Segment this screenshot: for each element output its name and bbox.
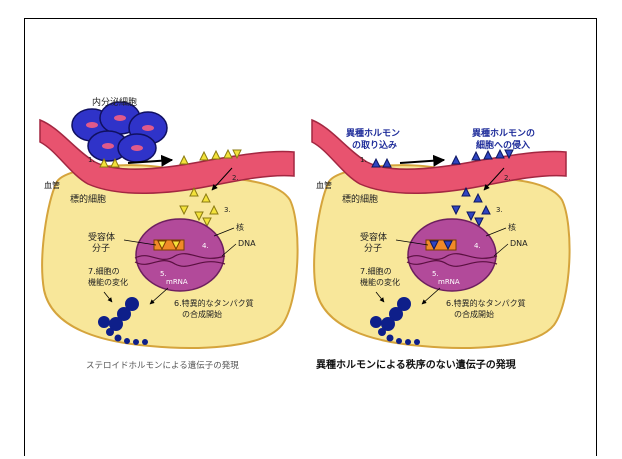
step-1-label: 1. <box>88 156 95 164</box>
function-label-2: 機能の変化 <box>88 277 128 287</box>
endocrine-cells <box>72 102 167 162</box>
step-2-label: 2. <box>232 174 239 182</box>
right-protein-label-1: 6.特異的なタンパク質 <box>446 298 526 308</box>
target-cell-label: 標的細胞 <box>70 193 106 205</box>
right-function-label-2: 機能の変化 <box>360 277 400 287</box>
right-caption: 異種ホルモンによる秩序のない遺伝子の発現 <box>316 358 516 371</box>
right-step-5-label: 5. <box>432 270 439 278</box>
right-receptor-label-1: 受容体 <box>360 231 387 243</box>
right-flow-arrow <box>400 160 444 163</box>
step-3-label: 3. <box>224 206 231 214</box>
right-dna-label: DNA <box>510 239 528 248</box>
blood-vessel-label: 血管 <box>44 180 60 190</box>
receptor-label-2: 分子 <box>92 243 110 254</box>
invade-label-1: 異種ホルモンの <box>472 127 535 139</box>
function-label-1: 7.細胞の <box>88 266 120 276</box>
right-panel: 異種ホルモン の取り込み 異種ホルモンの 細胞への侵入 血管 1. 2. 3. … <box>312 120 570 371</box>
right-receptor-label-2: 分子 <box>364 243 382 254</box>
right-step-1-label: 1. <box>360 156 367 164</box>
right-mrna-label: mRNA <box>438 278 460 286</box>
right-function-label-1: 7.細胞の <box>360 266 392 276</box>
invade-label-2: 細胞への侵入 <box>476 139 530 151</box>
step-4-label: 4. <box>202 242 209 250</box>
right-blood-vessel-label: 血管 <box>316 180 332 190</box>
step-5-label: 5. <box>160 270 167 278</box>
left-caption: ステロイドホルモンによる遺伝子の発現 <box>86 360 239 371</box>
protein-label-2: の合成開始 <box>182 309 222 319</box>
endocrine-cell-label: 内分泌細胞 <box>92 96 137 108</box>
uptake-label-2: の取り込み <box>352 139 397 151</box>
right-step-3-label: 3. <box>496 206 503 214</box>
receptor-complex <box>154 240 184 250</box>
right-nucleus-label: 核 <box>508 222 516 232</box>
right-target-cell-label: 標的細胞 <box>342 193 378 205</box>
right-step-4-label: 4. <box>474 242 481 250</box>
receptor-label-1: 受容体 <box>88 231 115 243</box>
right-receptor-complex <box>426 240 456 250</box>
protein-label-1: 6.特異的なタンパク質 <box>174 298 254 308</box>
right-step-2-label: 2. <box>504 174 511 182</box>
left-panel: 内分泌細胞 血管 1. 2. 3. 標的細胞 <box>40 96 298 371</box>
nucleus-label: 核 <box>236 222 244 232</box>
right-protein-label-2: の合成開始 <box>454 309 494 319</box>
mrna-label: mRNA <box>166 278 188 286</box>
dna-label: DNA <box>238 239 256 248</box>
uptake-label-1: 異種ホルモン <box>346 127 400 139</box>
